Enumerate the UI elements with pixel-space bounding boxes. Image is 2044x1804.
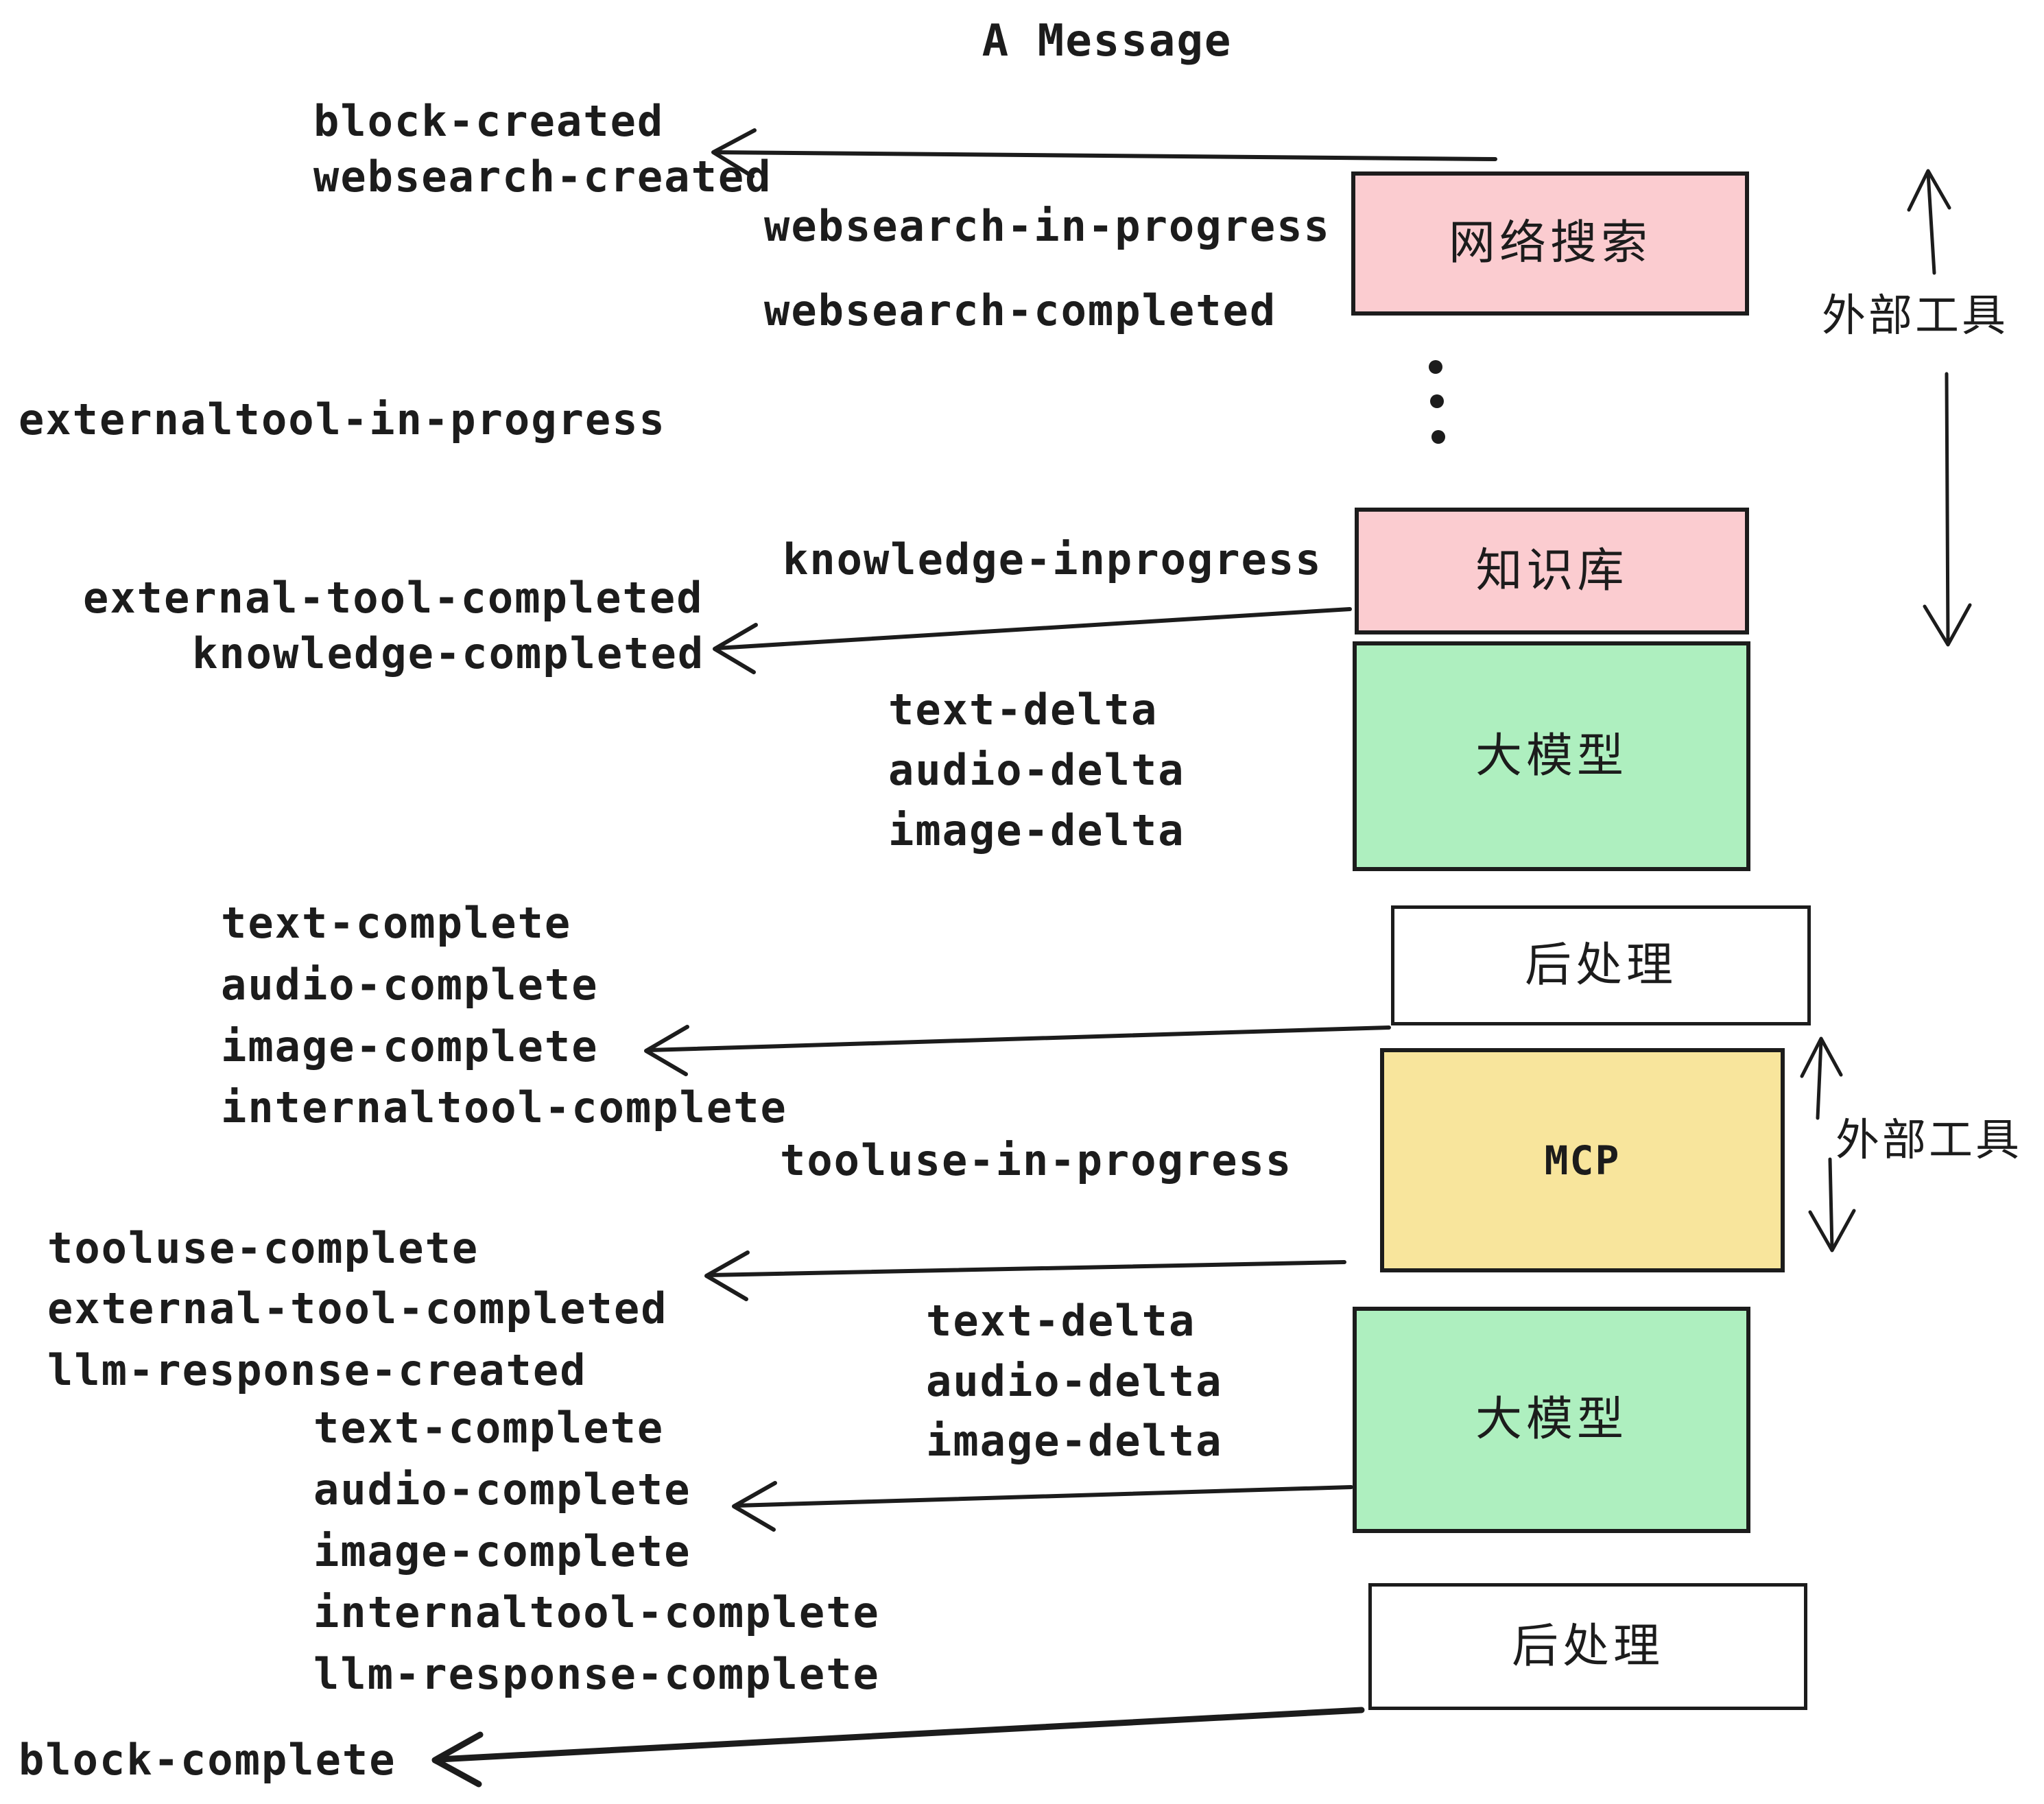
arrow-to-block-complete-icon [431, 1707, 1365, 1788]
page-title: A Message [982, 16, 1233, 67]
box-postprocess-1: 后处理 [1391, 905, 1811, 1025]
event-label-internaltool-complete-1: internaltool-complete [221, 1082, 787, 1132]
arrow-to-image-complete-icon [644, 1025, 1391, 1076]
event-label-external-tool-completed: external-tool-completed [83, 573, 704, 623]
event-label-internaltool-complete-2: internaltool-complete [313, 1587, 880, 1637]
box-llm-2: 大模型 [1353, 1307, 1750, 1533]
event-label-tooluse-in-progress: tooluse-in-progress [780, 1135, 1293, 1185]
box-llm-2-label: 大模型 [1475, 1392, 1628, 1447]
event-label-websearch-in-progress: websearch-in-progress [764, 201, 1331, 251]
box-postprocess-2-label: 后处理 [1511, 1619, 1664, 1674]
arrow-mcp-up-icon [1800, 1036, 1843, 1120]
box-websearch: 网络搜索 [1351, 171, 1749, 316]
event-label-llm-response-created: llm-response-created [47, 1345, 587, 1395]
event-label-tooluse-complete: tooluse-complete [47, 1223, 479, 1273]
box-llm-1: 大模型 [1353, 641, 1750, 871]
arrow-to-block-created-icon [711, 128, 1497, 178]
event-label-text-complete-1: text-complete [221, 898, 572, 948]
arrow-mcp-down-icon [1808, 1157, 1856, 1253]
event-label-image-complete-2: image-complete [313, 1526, 691, 1576]
ellipsis-dots-icon [1429, 360, 1445, 444]
arrow-external-tools-down-icon [1923, 372, 1972, 647]
arrow-to-knowledge-completed-icon [713, 607, 1352, 674]
event-label-audio-delta-2: audio-delta [926, 1356, 1223, 1406]
arrow-external-tools-up-icon [1907, 169, 1951, 275]
box-knowledge-base-label: 知识库 [1475, 543, 1628, 598]
box-postprocess-2: 后处理 [1368, 1583, 1807, 1710]
event-label-llm-response-complete: llm-response-complete [313, 1649, 880, 1699]
box-postprocess-1-label: 后处理 [1524, 938, 1677, 993]
event-label-image-delta-1: image-delta [888, 805, 1185, 855]
event-label-external-tool-completed-2: external-tool-completed [47, 1283, 668, 1333]
event-label-audio-complete-1: audio-complete [221, 960, 599, 1010]
box-mcp-label: MCP [1544, 1137, 1621, 1184]
event-label-image-complete-1: image-complete [221, 1021, 599, 1071]
event-label-text-delta-1: text-delta [888, 685, 1158, 735]
event-label-externaltool-in-progress: externaltool-in-progress [19, 394, 666, 444]
event-label-image-delta-2: image-delta [926, 1416, 1223, 1466]
event-label-websearch-created: websearch-created [313, 152, 772, 202]
event-label-block-complete: block-complete [19, 1735, 396, 1785]
event-label-audio-complete-2: audio-complete [313, 1464, 691, 1515]
box-llm-1-label: 大模型 [1475, 728, 1628, 783]
event-label-websearch-completed: websearch-completed [764, 285, 1277, 335]
box-knowledge-base: 知识库 [1355, 508, 1749, 634]
event-label-text-complete-2: text-complete [313, 1403, 665, 1453]
event-label-text-delta-2: text-delta [926, 1296, 1196, 1346]
label-external-tools-mcp: 外部工具 [1835, 1115, 2022, 1166]
box-mcp: MCP [1380, 1048, 1785, 1272]
event-label-block-created: block-created [313, 96, 665, 146]
label-external-tools-top: 外部工具 [1822, 291, 2008, 342]
arrow-to-tooluse-complete-icon [704, 1250, 1346, 1301]
event-label-knowledge-inprogress: knowledge-inprogress [783, 534, 1322, 584]
box-websearch-label: 网络搜索 [1448, 216, 1652, 270]
event-label-audio-delta-1: audio-delta [888, 745, 1185, 795]
arrow-to-audio-complete-icon [732, 1481, 1353, 1532]
event-label-knowledge-completed: knowledge-completed [192, 628, 705, 678]
